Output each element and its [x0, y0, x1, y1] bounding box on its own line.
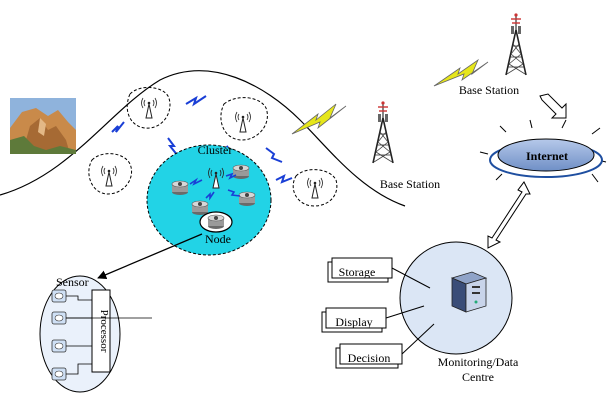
display-label: Display — [335, 315, 372, 329]
cluster-label: Cluster — [198, 143, 233, 157]
sensor-area-dashed — [88, 87, 338, 207]
antenna-icon — [235, 111, 251, 133]
sensor-label: Sensor — [56, 275, 89, 289]
monitoring-label-line2: Centre — [462, 370, 494, 384]
probe-wires — [66, 295, 92, 375]
cluster-links — [189, 172, 241, 201]
monitoring-label-line1: Monitoring/Data — [438, 355, 519, 369]
decision-label: Decision — [348, 351, 391, 365]
sensor-node-icon — [171, 180, 189, 196]
sensor-node-icon — [232, 164, 250, 180]
processor-box — [91, 289, 111, 373]
sensor-node-icon — [191, 200, 209, 216]
antenna-icon — [101, 165, 117, 187]
wireless-links — [111, 95, 293, 184]
storage-label: Storage — [339, 265, 376, 279]
processor-label: Processor — [98, 310, 110, 353]
internet-label: Internet — [526, 149, 568, 163]
antenna-icon — [307, 177, 323, 199]
sensor-node-icon — [207, 214, 225, 230]
base-station-left-label: Base Station — [380, 177, 440, 191]
node-label: Node — [205, 232, 231, 246]
internet-monitor-arrow — [487, 181, 531, 249]
server-icon — [450, 271, 488, 313]
antenna-icon — [141, 97, 157, 119]
radio-tower-icon — [372, 100, 394, 164]
display-box: Display — [321, 307, 387, 333]
base-station-right-label: Base Station — [459, 83, 519, 97]
node-to-sensor-arrow — [97, 233, 203, 279]
decision-box: Decision — [335, 343, 403, 369]
radio-tower-icon — [505, 12, 527, 76]
hill-outline — [0, 70, 406, 207]
centre-connectors — [385, 267, 435, 355]
tower-internet-arrow — [539, 93, 567, 119]
storage-box: Storage — [327, 257, 393, 283]
sensor-node-icon — [238, 191, 256, 207]
backhaul-links — [291, 58, 489, 135]
sensor-probes — [51, 289, 152, 381]
landslide-photo — [10, 98, 76, 154]
internet-cloud: Internet — [479, 119, 607, 183]
